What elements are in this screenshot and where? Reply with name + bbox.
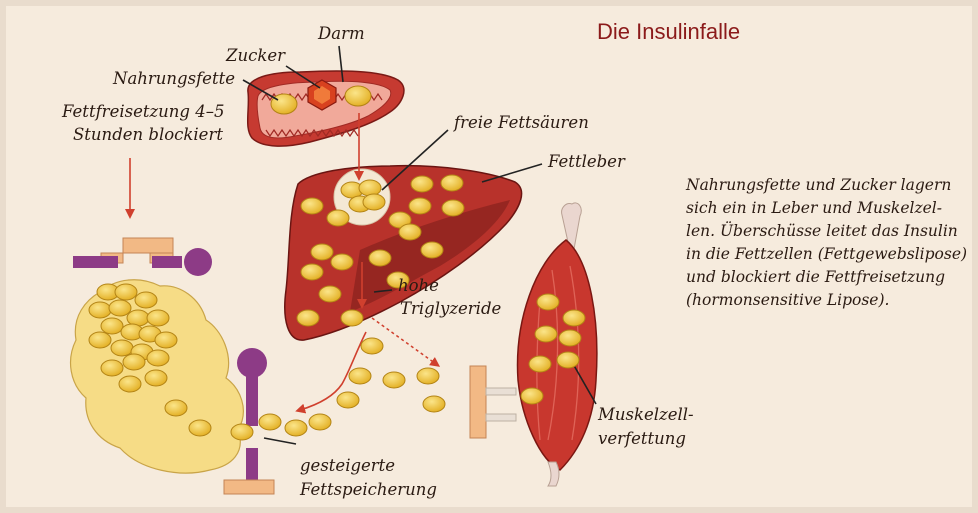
description-line: len. Überschüsse leitet das Insulin [686,220,967,243]
label-fettfreisetzung-line2: Stunden blockiert [73,124,223,146]
fat-droplet [147,310,169,326]
description-line: (hormonsensitive Lipose). [686,289,967,312]
fat-droplet [259,414,281,430]
fat-droplet [109,300,131,316]
fat-droplet [297,310,319,326]
muscle [518,203,597,486]
fat-droplet [341,310,363,326]
fat-droplet [301,264,323,280]
fat-droplet [423,396,445,412]
fat-droplet [349,368,371,384]
fat-droplet [535,326,557,342]
fat-droplet [563,310,585,326]
fat-droplet [557,352,579,368]
fat-droplet [442,200,464,216]
fat-droplet [309,414,331,430]
intestine-fat-droplet [271,94,297,114]
label-fettfreisetzung-line1: Fettfreisetzung 4–5 [62,101,224,123]
fat-droplet [331,254,353,270]
label-muskelzell-line1: Muskelzell- [598,404,694,426]
label-muskelzell-line2: verfettung [598,428,686,450]
fat-droplet [135,292,157,308]
label-darm: Darm [318,23,365,45]
fat-droplet [411,176,433,192]
description-line: in die Fettzellen (Fettgewebslipose) [686,243,967,266]
fat-droplet [369,250,391,266]
label-nahrungsfette: Nahrungsfette [113,68,235,90]
label-fettleber: Fettleber [548,151,625,173]
page-title: Die Insulinfalle [597,19,740,45]
label-freie-fettsaeuren: freie Fettsäuren [454,112,589,134]
description-line: sich ein in Leber und Muskelzel- [686,197,967,220]
fat-droplet [383,372,405,388]
fat-droplet [101,360,123,376]
fat-droplet [417,368,439,384]
fat-droplet [119,376,141,392]
fat-droplet [101,318,123,334]
fat-droplet [559,330,581,346]
fat-droplet [155,332,177,348]
muscle-receptor [470,366,516,438]
fat-droplet [363,194,385,210]
fat-droplet [189,420,211,436]
label-gesteigerte: gesteigerte [300,455,395,477]
left-receptor [73,238,212,276]
fat-droplet [337,392,359,408]
fat-droplet [537,294,559,310]
label-triglyzeride: Triglyzeride [400,298,501,320]
fat-droplet [319,286,341,302]
fat-droplet [529,356,551,372]
intestine [248,71,404,146]
fat-droplet [165,400,187,416]
fat-droplet [521,388,543,404]
description-line: Nahrungsfette und Zucker lagern [686,174,967,197]
intestine-fat-droplet [345,86,371,106]
fat-droplet [399,224,421,240]
fat-droplet [147,350,169,366]
fat-droplet [115,284,137,300]
fat-droplet [301,198,323,214]
fat-droplet [111,340,133,356]
fat-droplet [409,198,431,214]
fat-droplet [359,180,381,196]
label-zucker: Zucker [226,45,285,67]
label-hohe: hohe [398,275,439,297]
fat-droplet [421,242,443,258]
fat-droplet [145,370,167,386]
fat-droplet [361,338,383,354]
description-text: Nahrungsfette und Zucker lagern sich ein… [686,174,967,312]
fat-droplet [311,244,333,260]
description-line: und blockiert die Fettfreisetzung [686,266,967,289]
fat-droplet [327,210,349,226]
fat-droplet [231,424,253,440]
fat-droplet [89,302,111,318]
label-fettspeicherung: Fettspeicherung [300,479,437,501]
fat-droplet [441,175,463,191]
fat-droplet [123,354,145,370]
fat-droplet [285,420,307,436]
fat-droplet [89,332,111,348]
